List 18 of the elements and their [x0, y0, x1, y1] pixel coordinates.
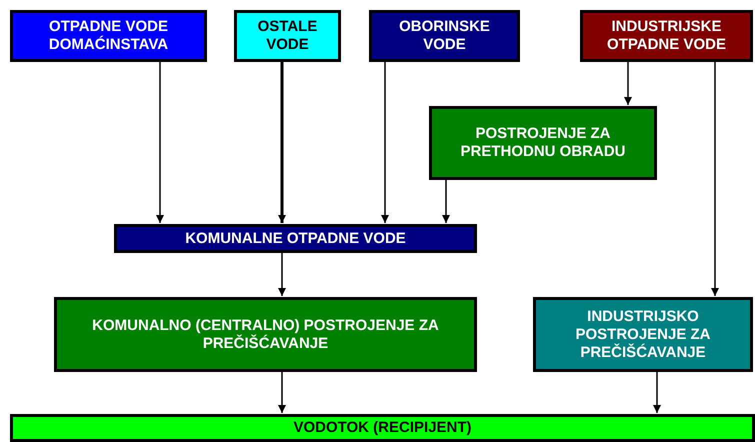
- source-box: INDUSTRIJSKE OTPADNE VODE: [580, 10, 753, 62]
- process-box: POSTROJENJE ZA PRETHODNU OBRADU: [429, 106, 657, 180]
- arrow: [442, 180, 450, 223]
- arrow: [711, 62, 719, 296]
- arrow: [653, 372, 661, 413]
- arrow: [381, 62, 389, 223]
- arrow: [278, 253, 286, 296]
- arrow: [278, 372, 286, 413]
- process-box: INDUSTRIJSKO POSTROJENJE ZA PREČIŠĆAVANJE: [533, 297, 753, 372]
- process-box: KOMUNALNO (CENTRALNO) POSTROJENJE ZA PREČIŠĆAVANJE: [54, 297, 477, 372]
- source-box: OTPADNE VODE DOMAĆINSTAVA: [10, 10, 207, 62]
- receiver-bar: VODOTOK (RECIPIJENT): [10, 414, 755, 442]
- arrow: [278, 62, 286, 223]
- source-box: OSTALE VODE: [234, 10, 341, 62]
- arrow: [624, 62, 632, 105]
- source-box: OBORINSKE VODE: [369, 10, 520, 62]
- arrow: [156, 62, 164, 223]
- process-box: KOMUNALNE OTPADNE VODE: [114, 224, 477, 253]
